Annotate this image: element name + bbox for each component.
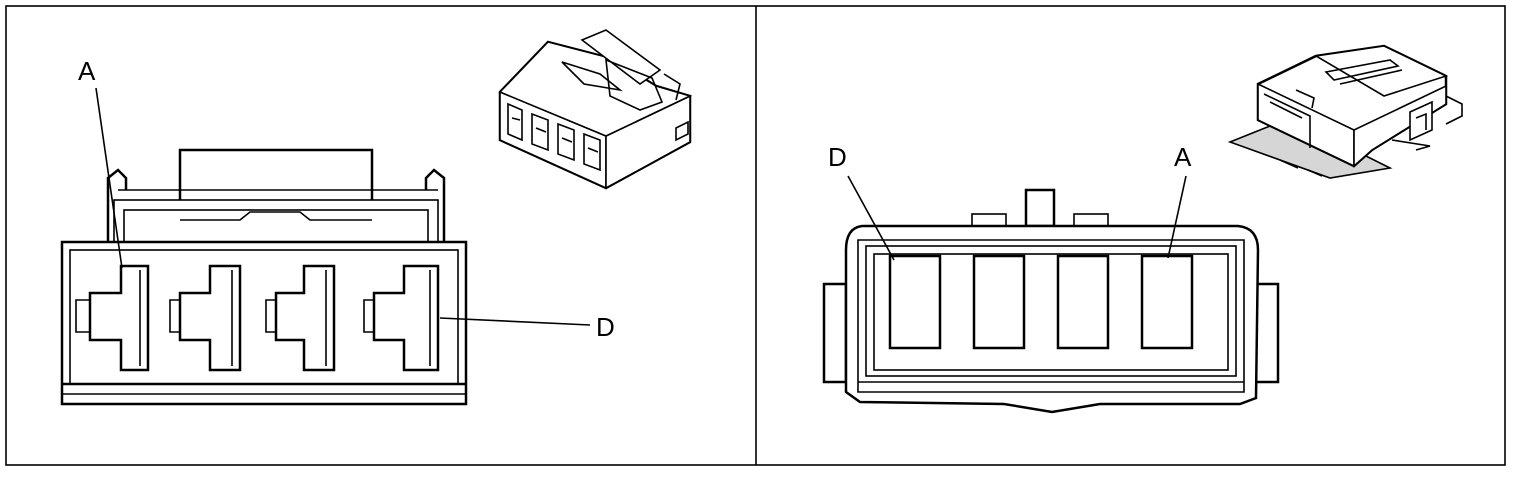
right-leader-a: [1167, 175, 1187, 259]
right-cavity-3: [1056, 254, 1110, 350]
right-cavity-2: [972, 254, 1026, 350]
right-connector-front-view: [822, 188, 1280, 414]
right-label-a: A: [1174, 142, 1192, 172]
right-cavity-1: [888, 254, 942, 350]
left-cavity-3: [265, 264, 336, 372]
left-panel: A D: [60, 29, 693, 406]
right-connector-left-tab: [822, 282, 848, 384]
left-connector-isometric: [498, 29, 693, 190]
right-connector-center-tab: [1024, 188, 1056, 228]
left-label-a: A: [78, 56, 96, 86]
left-leader-d: [439, 317, 591, 326]
left-cavity-4: [363, 264, 440, 372]
left-cavity-2: [169, 264, 242, 372]
left-connector-front-view: [60, 148, 468, 406]
left-connector-body: [60, 240, 468, 406]
left-label-d: D: [596, 312, 615, 342]
right-connector-isometric: [1227, 44, 1463, 179]
right-connector-body: [844, 224, 1260, 414]
right-leader-d: [847, 175, 895, 261]
right-connector-right-tab: [1254, 282, 1280, 384]
right-cavity-4: [1140, 254, 1194, 350]
right-panel: D A: [822, 44, 1463, 414]
right-label-d: D: [828, 142, 847, 172]
left-cavity-1: [75, 264, 150, 372]
left-leader-a: [95, 87, 123, 269]
